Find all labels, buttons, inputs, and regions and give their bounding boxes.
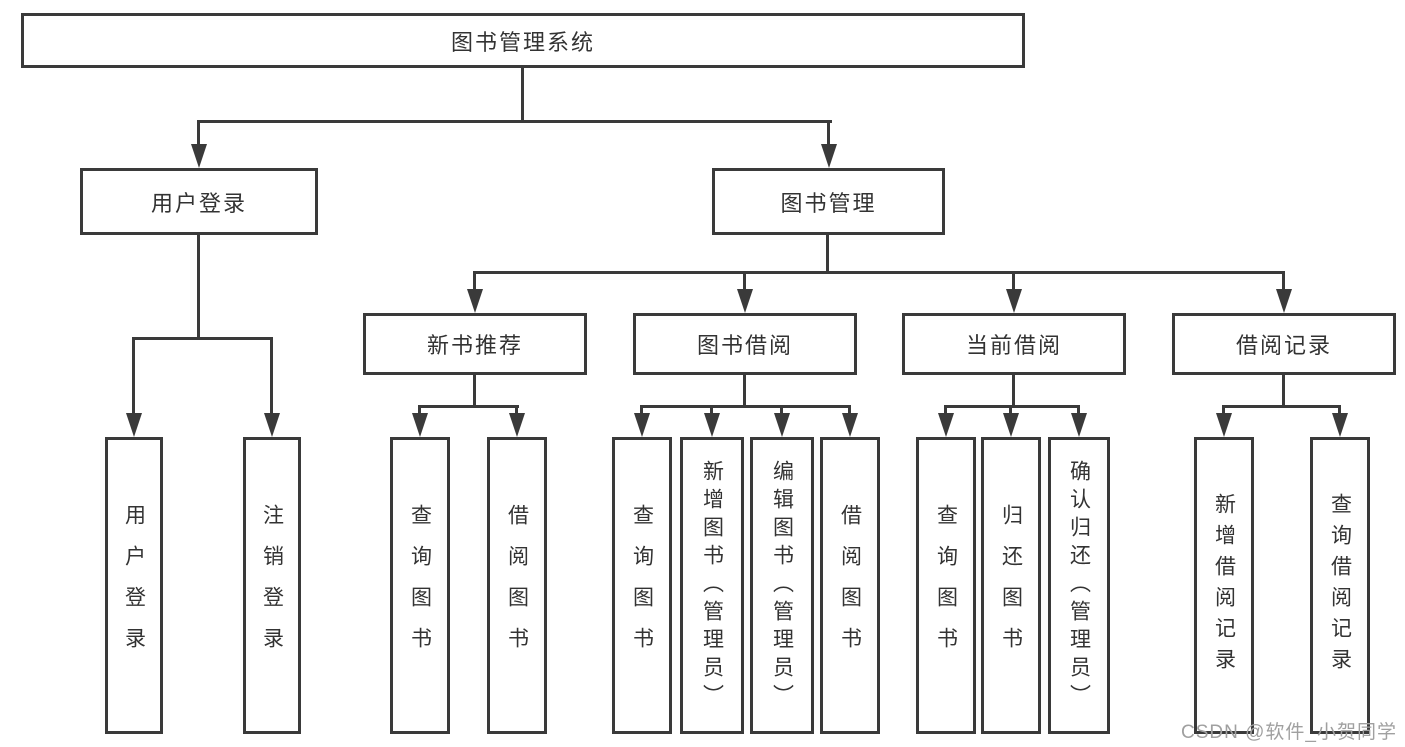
arrowhead-down-icon (704, 413, 720, 437)
node-label: 归还图书 (999, 503, 1023, 668)
connector-line (473, 373, 476, 407)
arrowhead-down-icon (1332, 413, 1348, 437)
connector-line (132, 337, 135, 415)
connector-line (780, 405, 783, 416)
connector-line (1077, 405, 1080, 416)
node-user-login: 用户登录 (80, 168, 318, 235)
connector-line (197, 235, 200, 340)
node-borrowing-records: 借阅记录 (1172, 313, 1396, 375)
node-label: 当前借阅 (965, 333, 1062, 358)
connector-line (827, 120, 830, 147)
leaf-user-login: 用户登录 (105, 437, 163, 734)
arrowhead-down-icon (467, 289, 483, 313)
node-label: 图书借阅 (696, 333, 793, 358)
node-label: 用户登录 (150, 190, 247, 216)
leaf-confirm-return-admin: 确认归还（管理员） (1048, 437, 1110, 734)
node-current-borrowing: 当前借阅 (902, 313, 1126, 375)
node-label: 查询借阅记录 (1328, 492, 1352, 679)
node-library-management-system: 图书管理系统 (21, 13, 1025, 68)
arrowhead-down-icon (412, 413, 428, 437)
node-label: 查询图书 (630, 503, 654, 668)
arrowhead-down-icon (1276, 289, 1292, 313)
connector-line (944, 405, 947, 416)
node-book-management: 图书管理 (712, 168, 945, 235)
node-label: 图书管理 (780, 190, 877, 216)
leaf-logout: 注销登录 (243, 437, 301, 734)
connector-line (848, 405, 851, 416)
connector-line (1282, 271, 1285, 291)
connector-line (640, 405, 643, 416)
connector-line (1009, 405, 1012, 416)
node-label: 新增图书（管理员） (700, 459, 724, 712)
connector-line (640, 405, 851, 408)
connector-line (474, 271, 1285, 274)
connector-line (473, 271, 476, 291)
connector-line (418, 405, 421, 416)
connector-line (1012, 373, 1015, 407)
leaf-borrow-books: 借阅图书 (487, 437, 547, 734)
node-label: 新书推荐 (426, 333, 523, 358)
arrowhead-down-icon (1003, 413, 1019, 437)
arrowhead-down-icon (774, 413, 790, 437)
connector-line (418, 405, 519, 408)
leaf-add-books-admin: 新增图书（管理员） (680, 437, 744, 734)
connector-line (1012, 271, 1015, 291)
arrowhead-down-icon (509, 413, 525, 437)
node-label: 新增借阅记录 (1212, 492, 1236, 679)
node-label: 借阅图书 (838, 503, 862, 668)
leaf-edit-books-admin: 编辑图书（管理员） (750, 437, 814, 734)
arrowhead-down-icon (634, 413, 650, 437)
arrowhead-down-icon (1216, 413, 1232, 437)
connector-line (710, 405, 713, 416)
arrowhead-down-icon (821, 144, 837, 168)
connector-line (270, 337, 273, 415)
node-label: 图书管理系统 (450, 29, 595, 55)
leaf-query-borrow-record: 查询借阅记录 (1310, 437, 1370, 734)
leaf-return-books: 归还图书 (981, 437, 1041, 734)
connector-line (197, 120, 200, 147)
leaf-query-books: 查询图书 (916, 437, 976, 734)
leaf-query-books: 查询图书 (390, 437, 450, 734)
arrowhead-down-icon (842, 413, 858, 437)
node-label: 借阅图书 (505, 503, 529, 668)
connector-line (197, 120, 832, 123)
connector-line (521, 66, 524, 123)
connector-line (944, 405, 1080, 408)
arrowhead-down-icon (938, 413, 954, 437)
connector-line (1282, 373, 1285, 407)
leaf-borrow-books: 借阅图书 (820, 437, 880, 734)
arrowhead-down-icon (126, 413, 142, 437)
node-label: 注销登录 (260, 503, 284, 668)
node-label: 查询图书 (408, 503, 432, 668)
leaf-add-borrow-record: 新增借阅记录 (1194, 437, 1254, 734)
arrowhead-down-icon (737, 289, 753, 313)
connector-line (1222, 405, 1225, 416)
node-label: 查询图书 (934, 503, 958, 668)
arrowhead-down-icon (264, 413, 280, 437)
connector-line (1222, 405, 1341, 408)
connector-line (743, 271, 746, 291)
connector-line (515, 405, 518, 416)
node-book-borrowing: 图书借阅 (633, 313, 857, 375)
leaf-query-books: 查询图书 (612, 437, 672, 734)
connector-line (132, 337, 273, 340)
node-label: 确认归还（管理员） (1067, 459, 1091, 712)
connector-line (826, 235, 829, 273)
node-label: 借阅记录 (1235, 333, 1332, 358)
arrowhead-down-icon (1006, 289, 1022, 313)
connector-line (743, 373, 746, 407)
node-label: 编辑图书（管理员） (770, 459, 794, 712)
arrowhead-down-icon (191, 144, 207, 168)
watermark: CSDN @软件_小贺同学 (1181, 722, 1397, 743)
node-label: 用户登录 (122, 503, 146, 668)
node-new-book-recommendation: 新书推荐 (363, 313, 587, 375)
arrowhead-down-icon (1071, 413, 1087, 437)
connector-line (1338, 405, 1341, 416)
